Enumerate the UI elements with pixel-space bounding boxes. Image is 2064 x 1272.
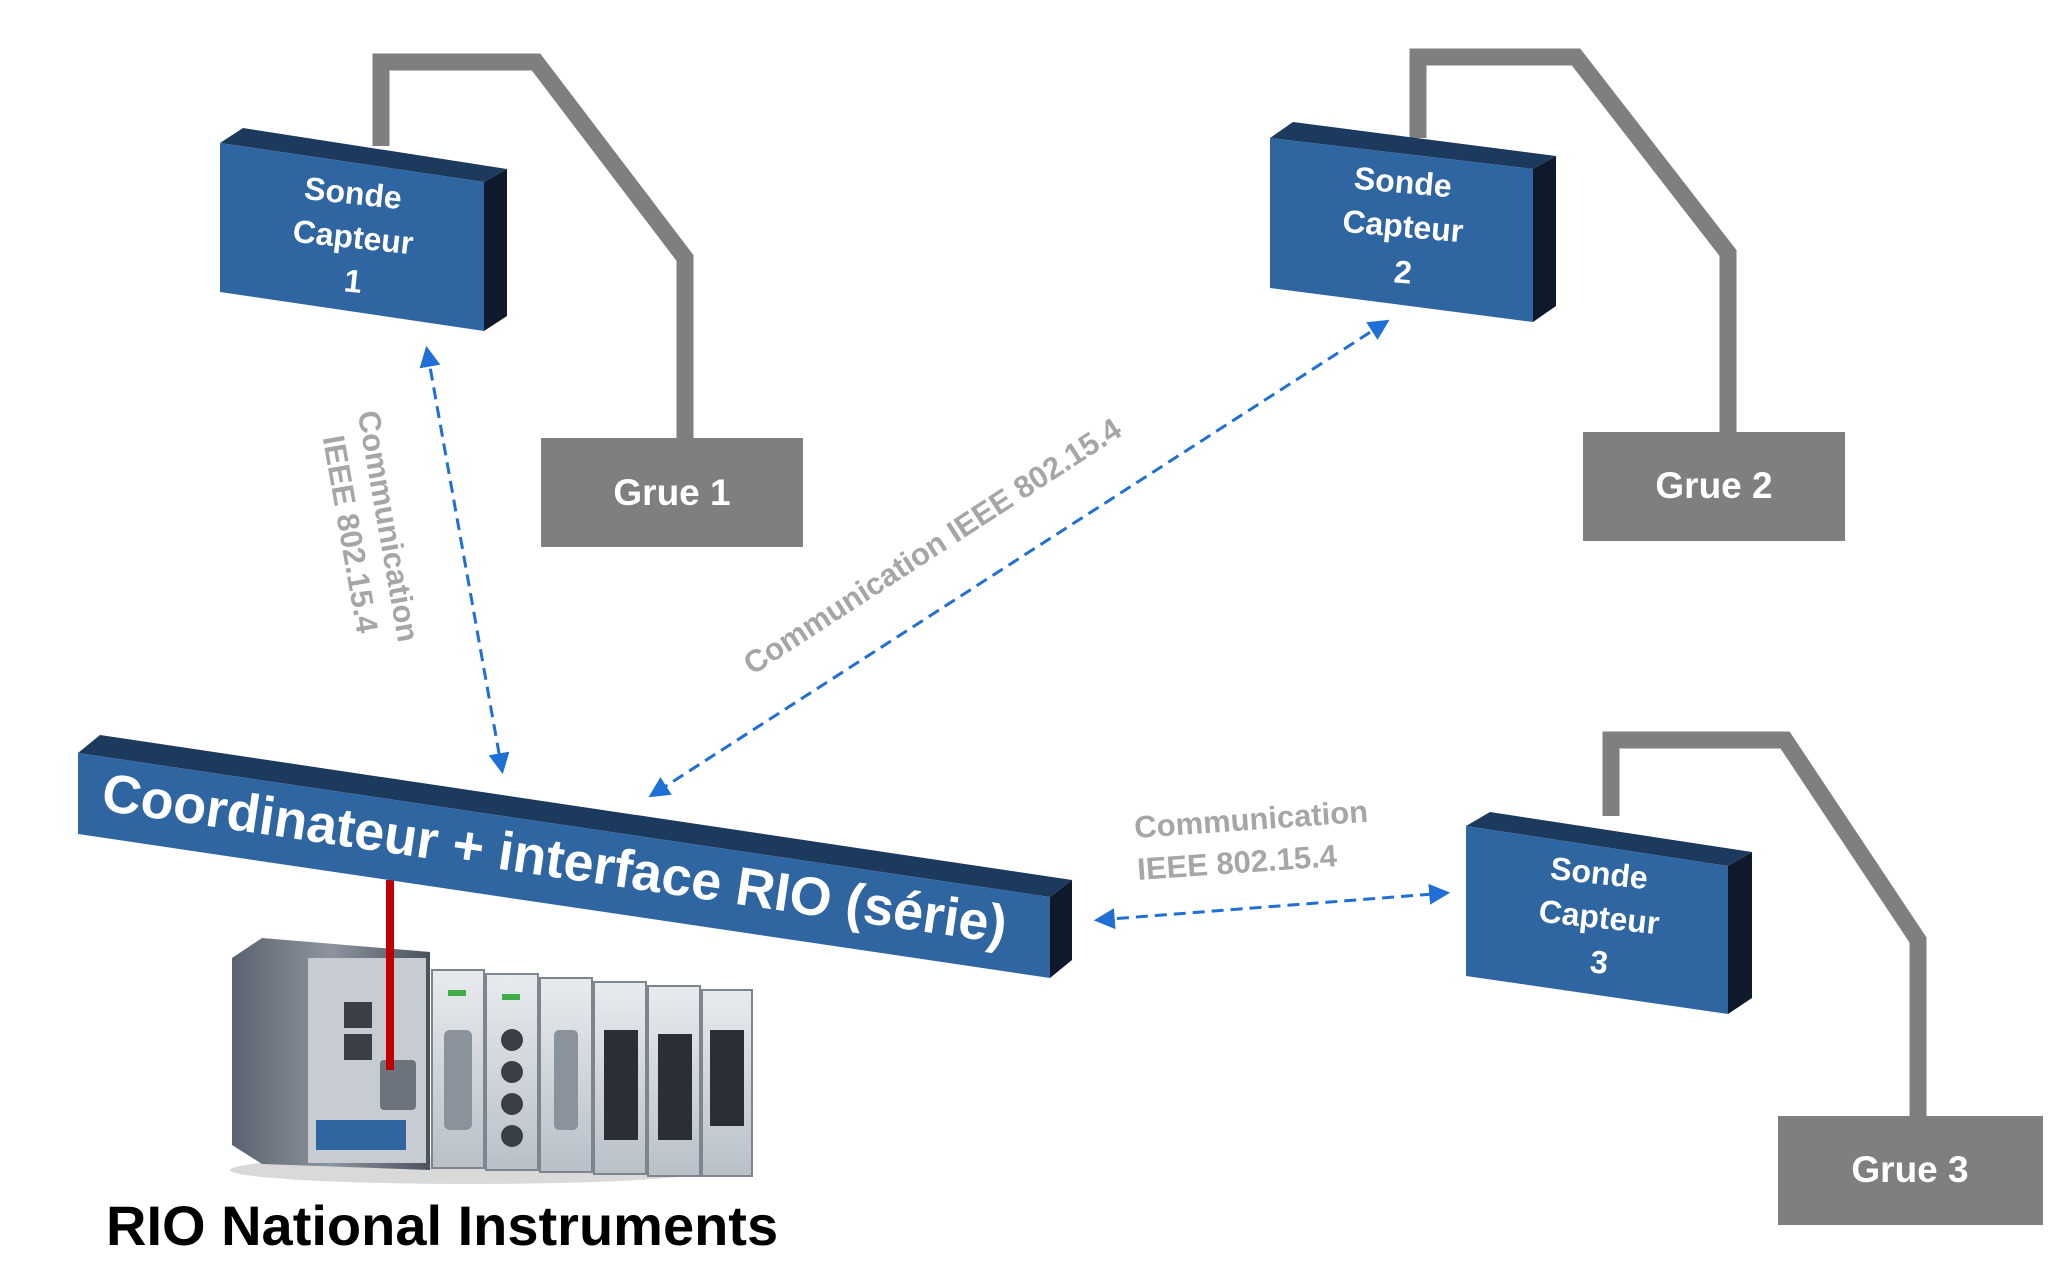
- link-1: Communication IEEE 802.15.4: [316, 345, 510, 775]
- coordinator-side: [1050, 880, 1072, 978]
- link-2-arrow: [648, 319, 1390, 798]
- link-2: Communication IEEE 802.15.4: [648, 319, 1390, 798]
- probe-3-front: [1466, 826, 1728, 1014]
- link-3-arrow: [1093, 883, 1451, 930]
- probe-3-side: [1728, 852, 1752, 1014]
- crane-2-label: Grue 2: [1655, 465, 1772, 506]
- probe-2-top: [1270, 122, 1556, 169]
- rio-led-1: [448, 990, 466, 996]
- probe-2: Sonde Capteur 2: [1270, 122, 1556, 322]
- rio-serial-port: [380, 1060, 416, 1110]
- rio-connector-1: [444, 1030, 472, 1130]
- rio-bnc-3: [501, 1093, 523, 1115]
- rio-ethernet-port-1: [344, 1002, 372, 1028]
- rio-modules: [431, 969, 753, 1177]
- probe-1-top: [220, 128, 507, 182]
- probe-3-top: [1466, 812, 1752, 866]
- rio-caption: RIO National Instruments: [106, 1194, 778, 1257]
- probe-2-label-line1: Sonde: [1353, 160, 1454, 204]
- rio-led-2: [502, 994, 520, 1000]
- probe-1-front: [220, 143, 484, 331]
- rio-terminal-3: [710, 1030, 744, 1126]
- rio-terminal-2: [658, 1034, 692, 1140]
- crane-2: Grue 2: [1409, 48, 1845, 541]
- crane-2-arm: [1409, 48, 1737, 434]
- rio-connector-2: [554, 1030, 578, 1130]
- crane-3: Grue 3: [1602, 731, 2043, 1225]
- coordinator-top: [78, 735, 1072, 897]
- link-1-arrow: [419, 345, 510, 775]
- rio-bnc-4: [501, 1125, 523, 1147]
- probe-1: Sonde Capteur 1: [220, 128, 507, 331]
- link-3-label-line2: IEEE 802.15.4: [1136, 838, 1339, 887]
- probe-2-front: [1270, 138, 1533, 322]
- coordinator-box: Coordinateur + interface RIO (série): [78, 735, 1072, 978]
- crane-2-base: [1583, 432, 1845, 541]
- crane-1-label: Grue 1: [613, 472, 730, 513]
- crane-3-arm: [1602, 731, 1927, 1120]
- probe-2-side: [1533, 156, 1556, 322]
- rio-status-panel: [316, 1120, 406, 1150]
- rio-bnc-1: [501, 1029, 523, 1051]
- rio-terminal-1: [604, 1030, 638, 1140]
- probe-3-label-line3: 3: [1588, 943, 1609, 981]
- crane-3-base: [1778, 1116, 2043, 1225]
- probe-3: Sonde Capteur 3: [1466, 812, 1752, 1014]
- crane-3-label: Grue 3: [1851, 1149, 1968, 1190]
- rio-bnc-2: [501, 1061, 523, 1083]
- crane-1-arm: [372, 53, 694, 440]
- probe-1-label-line3: 1: [342, 262, 363, 300]
- coordinator-front: [78, 753, 1050, 978]
- rio-device: [230, 938, 753, 1184]
- link-3: Communication IEEE 802.15.4: [1093, 794, 1451, 930]
- rio-ethernet-port-2: [344, 1034, 372, 1060]
- probe-2-label-line3: 2: [1393, 253, 1414, 290]
- probe-1-side: [484, 169, 507, 331]
